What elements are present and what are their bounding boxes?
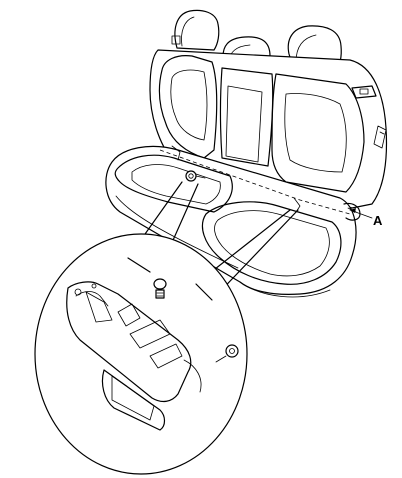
left-headrest — [171, 9, 220, 51]
cushion-bolt — [185, 170, 206, 182]
detail-bolt-lower — [215, 344, 239, 363]
seat-cushion — [105, 145, 361, 298]
detail-view — [34, 233, 248, 475]
detail-bolt-upper — [153, 278, 167, 299]
callout-a-leader — [349, 208, 373, 219]
callout-label-a: A — [373, 213, 383, 228]
